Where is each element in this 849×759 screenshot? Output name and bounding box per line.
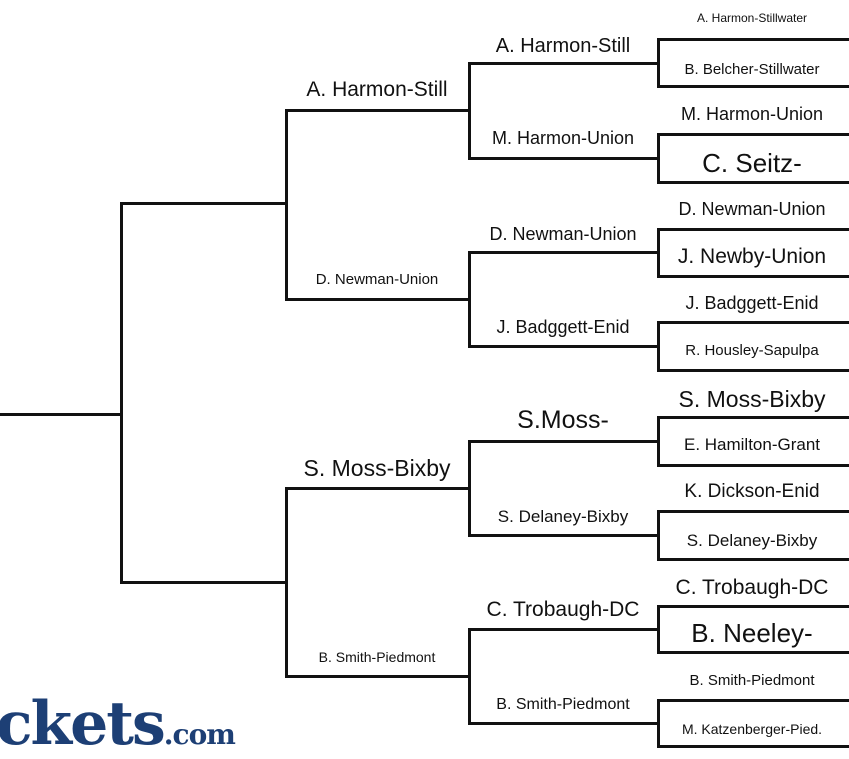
- r2-slot-line: [468, 345, 660, 348]
- r2-winner: S.Moss-: [517, 406, 609, 434]
- r3-connector: [285, 109, 288, 301]
- site-logo: ckets.com: [0, 694, 236, 754]
- r2-winner: M. Harmon-Union: [491, 128, 635, 148]
- r1-slot-line: [657, 321, 849, 324]
- r1-slot-line: [657, 133, 849, 136]
- r2-slot-line: [468, 62, 660, 65]
- r1-slot-line: [657, 416, 849, 419]
- r2-winner: B. Smith-Piedmont: [496, 696, 630, 713]
- r2-slot-line: [468, 251, 660, 254]
- r1-slot-line: [657, 558, 849, 561]
- r2-winner: C. Trobaugh-DC: [486, 598, 640, 621]
- r2-winner: D. Newman-Union: [489, 224, 637, 244]
- r1-slot-line: [657, 605, 849, 608]
- r1-entrant: D. Newman-Union: [678, 199, 826, 219]
- r1-entrant: C. Trobaugh-DC: [675, 576, 829, 599]
- r2-slot-line: [468, 722, 660, 725]
- r2-winner: J. Badggett-Enid: [496, 317, 630, 337]
- r1-entrant: C. Seitz-: [702, 148, 802, 178]
- r4-connector: [120, 202, 123, 584]
- r1-entrant: K. Dickson-Enid: [684, 481, 820, 502]
- r3-slot-line: [285, 675, 471, 678]
- r1-slot-line: [657, 464, 849, 467]
- r1-entrant: S. Moss-Bixby: [678, 386, 826, 412]
- r3-slot-line: [285, 109, 471, 112]
- r1-entrant: A. Harmon-Stillwater: [696, 11, 808, 25]
- r4-slot-line: [120, 581, 288, 584]
- r1-slot-line: [657, 38, 849, 41]
- r1-slot-line: [657, 275, 849, 278]
- r1-entrant: M. Harmon-Union: [680, 104, 824, 124]
- r1-entrant: B. Smith-Piedmont: [689, 672, 815, 689]
- r2-slot-line: [468, 628, 660, 631]
- r1-slot-line: [657, 85, 849, 88]
- r4-slot-line: [120, 202, 288, 205]
- final-slot-line: [0, 413, 123, 416]
- r3-winner: S. Moss-Bixby: [303, 455, 451, 481]
- r3-winner: B. Smith-Piedmont: [318, 649, 436, 665]
- r1-entrant: M. Katzenberger-Pied.: [681, 721, 823, 737]
- r1-slot-line: [657, 699, 849, 702]
- r1-entrant: J. Newby-Union: [677, 245, 827, 268]
- r1-slot-line: [657, 510, 849, 513]
- r3-winner: D. Newman-Union: [315, 271, 439, 288]
- logo-suffix-text: .com: [163, 718, 236, 751]
- r2-winner: A. Harmon-Still: [495, 35, 631, 57]
- r1-slot-line: [657, 745, 849, 748]
- r2-winner: S. Delaney-Bixby: [497, 507, 629, 526]
- r1-slot-line: [657, 369, 849, 372]
- r1-slot-line: [657, 228, 849, 231]
- r1-entrant: E. Hamilton-Grant: [683, 435, 821, 454]
- r2-slot-line: [468, 534, 660, 537]
- r3-slot-line: [285, 487, 471, 490]
- r3-slot-line: [285, 298, 471, 301]
- r2-slot-line: [468, 157, 660, 160]
- r1-entrant: R. Housley-Sapulpa: [685, 342, 819, 359]
- r1-slot-line: [657, 651, 849, 654]
- r1-entrant: J. Badggett-Enid: [685, 293, 819, 313]
- r1-slot-line: [657, 181, 849, 184]
- r2-slot-line: [468, 440, 660, 443]
- r1-entrant: B. Belcher-Stillwater: [684, 61, 820, 78]
- r1-entrant: B. Neeley-: [691, 618, 813, 648]
- r3-winner: A. Harmon-Still: [306, 78, 448, 101]
- logo-main-text: ckets: [0, 689, 166, 759]
- r1-entrant: S. Delaney-Bixby: [686, 531, 818, 550]
